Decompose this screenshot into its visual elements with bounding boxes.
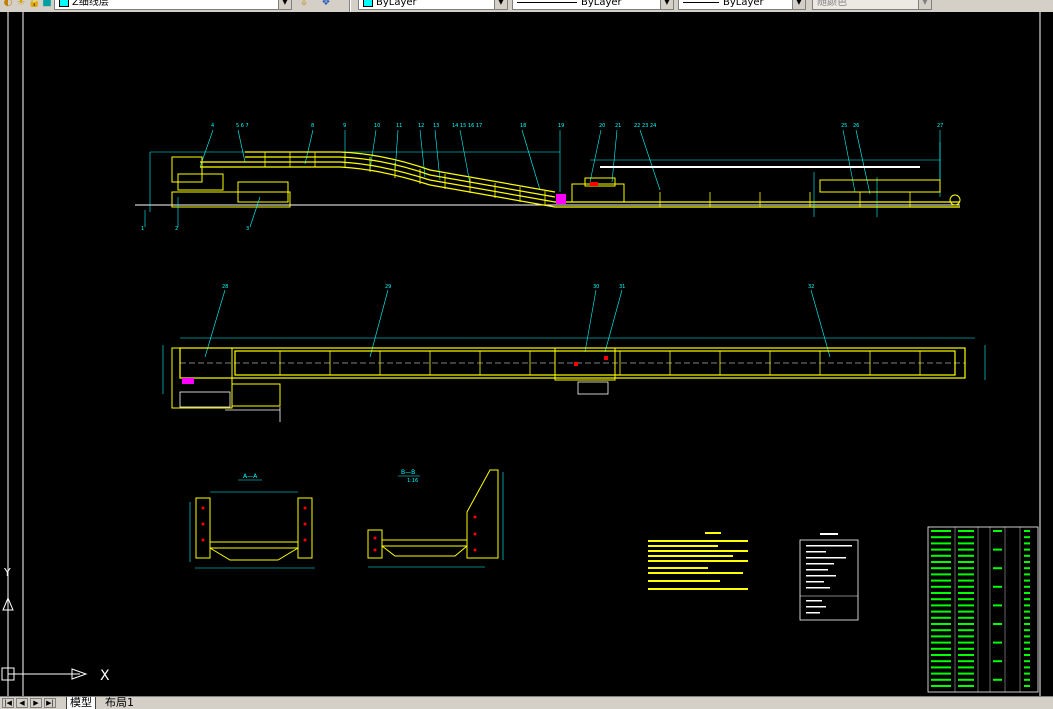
first-tab-button[interactable]: |◀	[2, 698, 14, 708]
tab-model[interactable]: 模型	[66, 697, 96, 709]
svg-text:1: 1	[141, 226, 144, 232]
chevron-down-icon[interactable]: ▼	[494, 0, 507, 9]
layout-tab-bar: |◀ ◀ ▶ ▶| 模型 布局1	[0, 696, 1053, 709]
layer-dropdown[interactable]: Z细线层 ▼	[54, 0, 292, 10]
color-dropdown[interactable]: ByLayer ▼	[358, 0, 508, 10]
svg-text:21: 21	[615, 123, 621, 129]
layer-name: Z细线层	[72, 0, 109, 8]
color-swatch	[363, 0, 373, 7]
svg-text:4: 4	[211, 123, 214, 129]
lineweight-dropdown[interactable]: ByLayer ▼	[678, 0, 806, 10]
svg-text:10: 10	[374, 123, 380, 129]
layer-state-icon[interactable]: ◐	[3, 0, 13, 8]
chevron-down-icon[interactable]: ▼	[278, 0, 291, 9]
svg-text:5 6 7: 5 6 7	[236, 123, 249, 129]
svg-text:28: 28	[222, 284, 228, 290]
linetype-dropdown[interactable]: ByLayer ▼	[512, 0, 674, 10]
svg-text:2: 2	[175, 226, 178, 232]
ucs-icon	[1, 596, 88, 681]
svg-text:12: 12	[418, 123, 424, 129]
parameter-table	[799, 533, 859, 621]
section-b-scale: 1:16	[407, 478, 418, 484]
last-tab-button[interactable]: ▶|	[44, 698, 56, 708]
chevron-down-icon[interactable]: ▼	[792, 0, 805, 9]
technical-notes-block	[648, 532, 748, 590]
svg-text:19: 19	[558, 123, 564, 129]
ucs-y-label: Y	[3, 566, 11, 579]
svg-text:29: 29	[385, 284, 391, 290]
section-a-title: A—A	[243, 473, 258, 480]
freeze-icon[interactable]: ☀	[16, 0, 26, 8]
svg-text:32: 32	[808, 284, 814, 290]
svg-text:25: 25	[841, 123, 847, 129]
svg-text:3: 3	[246, 226, 249, 232]
section-a-view: A—A	[189, 473, 315, 569]
svg-text:18: 18	[520, 123, 526, 129]
make-current-layer-icon[interactable]: ⇩	[299, 0, 309, 8]
plotstyle-value: 随颜色	[817, 0, 847, 8]
plotstyle-dropdown[interactable]: 随颜色 ▼	[812, 0, 932, 10]
linetype-preview	[517, 1, 577, 3]
toolbar-separator	[349, 0, 351, 12]
svg-text:22 23 24: 22 23 24	[634, 123, 656, 129]
tab-layout1[interactable]: 布局1	[105, 696, 134, 709]
color-value: ByLayer	[376, 0, 417, 8]
lineweight-value: ByLayer	[723, 0, 764, 8]
layer-color-swatch	[59, 0, 69, 7]
ucs-x-label: X	[100, 668, 110, 684]
section-b-title: B—B	[401, 469, 415, 476]
svg-text:13: 13	[433, 123, 439, 129]
svg-text:20: 20	[599, 123, 605, 129]
section-b-view: B—B 1:16	[367, 469, 504, 568]
svg-text:31: 31	[619, 284, 625, 290]
layer-manager-icon[interactable]: ❖	[321, 0, 331, 8]
properties-toolbar: ◐ ☀ 🔓 ■ Z细线层 ▼ ⇩ ❖ ByLayer ▼ ByLayer ▼ B…	[0, 0, 1053, 13]
canvas-frame-lines	[7, 12, 1041, 696]
layer-color-icon[interactable]: ■	[42, 0, 52, 8]
svg-text:9: 9	[343, 123, 346, 129]
svg-text:30: 30	[593, 284, 599, 290]
lineweight-preview	[683, 1, 719, 3]
svg-text:11: 11	[396, 123, 402, 129]
lock-icon[interactable]: 🔓	[28, 0, 41, 8]
svg-text:8: 8	[311, 123, 314, 129]
svg-text:26: 26	[853, 123, 859, 129]
chevron-down-icon[interactable]: ▼	[918, 0, 931, 9]
title-block-bom	[927, 526, 1039, 693]
plan-view: 28 29 30 31 32	[162, 284, 986, 422]
next-tab-button[interactable]: ▶	[30, 698, 42, 708]
prev-tab-button[interactable]: ◀	[16, 698, 28, 708]
chevron-down-icon[interactable]: ▼	[660, 0, 673, 9]
linetype-value: ByLayer	[581, 0, 622, 8]
svg-text:14 15 16 17: 14 15 16 17	[452, 123, 482, 129]
svg-text:27: 27	[937, 123, 943, 129]
